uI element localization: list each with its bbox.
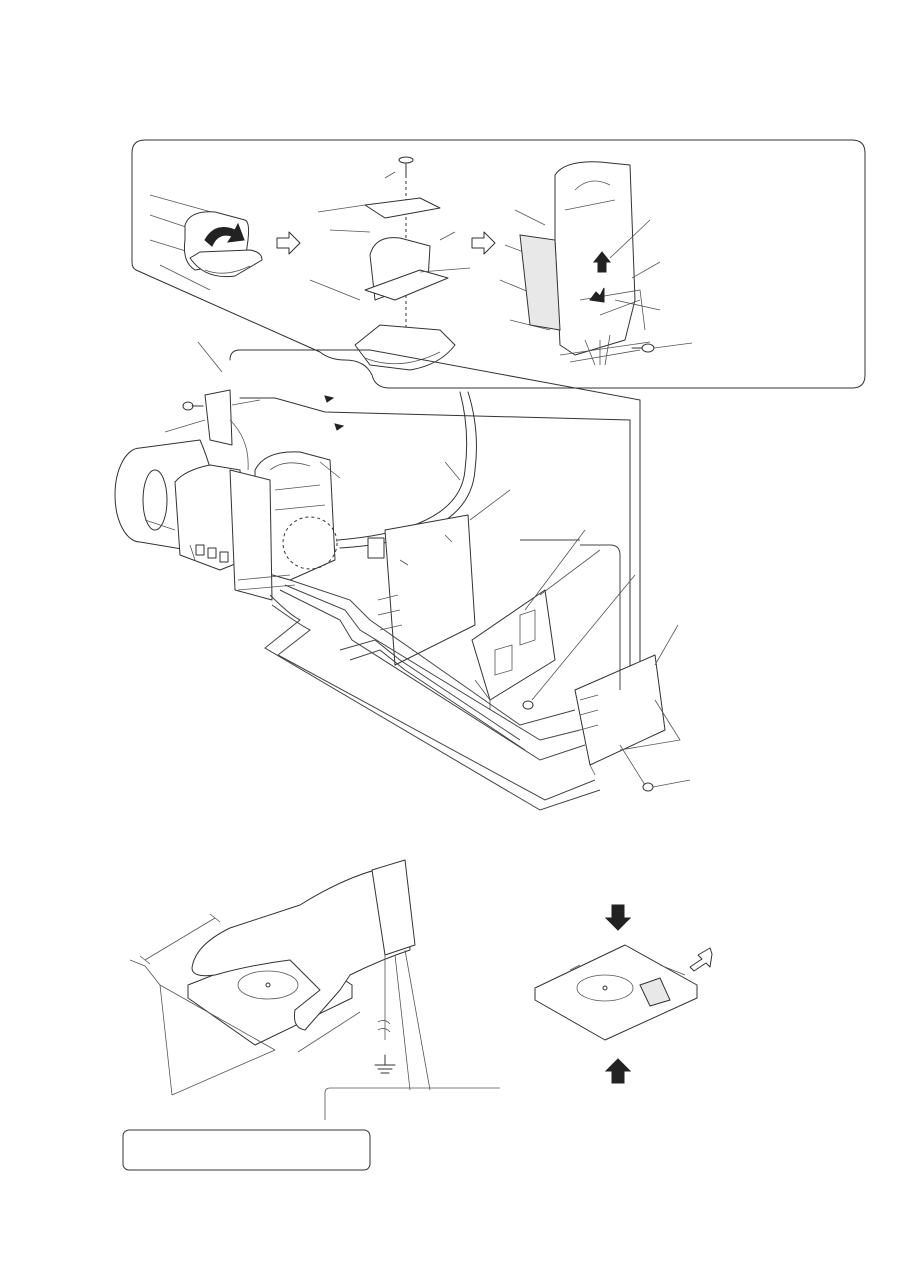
upper-bracket — [164, 341, 261, 471]
hollow-arrow-icon — [276, 231, 301, 255]
step-2-plate-screw — [309, 156, 471, 371]
screw-icon — [182, 401, 204, 411]
push-arrow-icon — [604, 904, 632, 931]
screw-icon — [522, 700, 534, 710]
step-3-frame-release — [499, 161, 693, 366]
circuit-board-3 — [574, 624, 691, 792]
hand-handling-drive — [129, 859, 500, 1120]
circuit-board-1 — [367, 489, 511, 666]
detail-panel — [131, 139, 866, 389]
circuit-board-2 — [471, 529, 636, 710]
ribbon-cables — [264, 539, 621, 811]
screw-icon — [398, 156, 414, 176]
push-arrow-icon — [604, 1058, 632, 1084]
cassette-chassis — [229, 451, 338, 601]
ground-symbol-icon — [374, 1054, 396, 1074]
push-arrow-icon — [589, 287, 605, 303]
camera-lens-body — [114, 439, 246, 571]
drive-squeeze — [534, 904, 713, 1084]
hollow-arrow-icon — [471, 231, 496, 255]
note-box — [122, 1129, 371, 1171]
step-1-lid-rotate — [149, 194, 263, 291]
hollow-arrow-icon — [689, 947, 713, 972]
rotate-arrow-icon — [204, 222, 245, 247]
push-arrow-icon — [592, 251, 612, 273]
